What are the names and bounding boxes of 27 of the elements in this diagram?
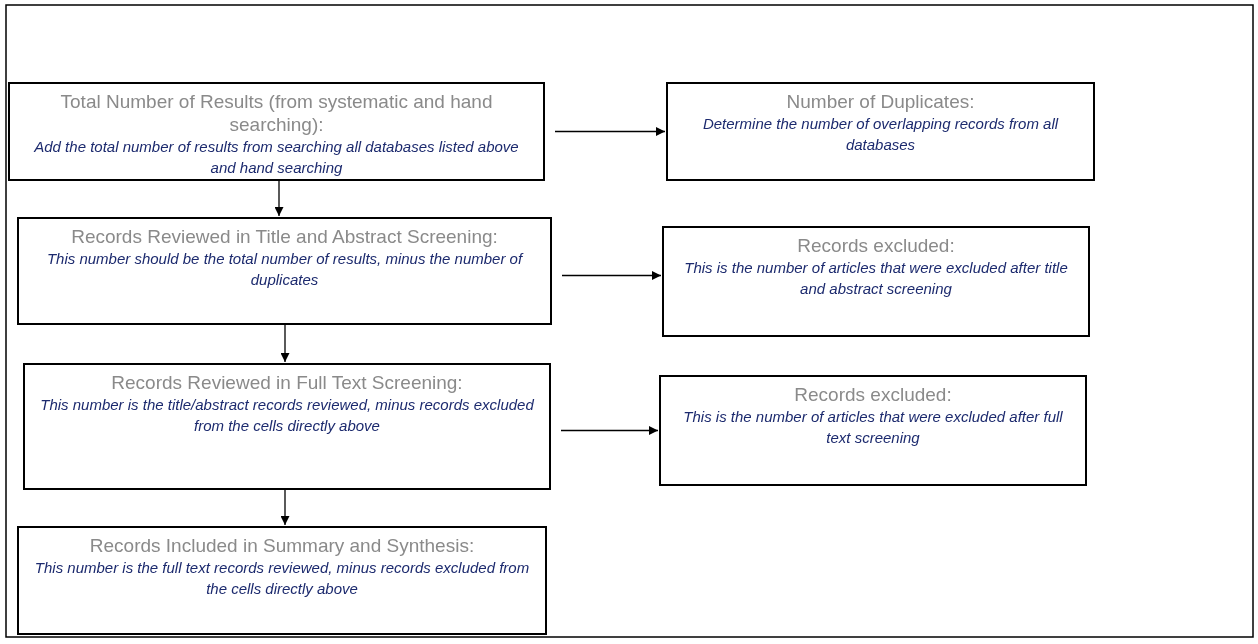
box-heading: Records excluded:: [797, 234, 955, 257]
arrow: [280, 489, 290, 526]
process-box: [17, 526, 547, 635]
box-description: This is the number of articles that were excluded after title and abstract screening: [683, 258, 1069, 299]
box-heading: Records Reviewed in Full Text Screening:: [111, 371, 463, 394]
arrow: [280, 324, 290, 363]
process-box: [666, 82, 1095, 181]
arrow: [560, 426, 659, 435]
box-heading: Number of Duplicates:: [786, 90, 975, 113]
box-heading: Records excluded:: [794, 383, 952, 406]
box-description: Add the total number of results from searching all databases listed above and hand searching: [32, 137, 520, 178]
process-box: [8, 82, 545, 181]
process-box: [23, 363, 551, 490]
box-heading: Total Number of Results (from systematic and hand searching):: [59, 90, 494, 136]
arrow: [561, 271, 662, 280]
box-heading: Records Reviewed in Title and Abstract Screening:: [71, 225, 498, 248]
box-description: This number is the full text records reviewed, minus records excluded from the cells directly above: [33, 558, 531, 599]
box-description: This number should be the total number of results, minus the number of duplicates: [45, 249, 525, 290]
process-box: [659, 375, 1087, 486]
arrow: [274, 180, 284, 217]
box-description: This number is the title/abstract records reviewed, minus records excluded from the cells directly above: [39, 395, 535, 436]
box-heading: Records Included in Summary and Synthesis:: [89, 534, 475, 557]
arrow: [554, 127, 666, 136]
process-box: [662, 226, 1090, 337]
box-description: This is the number of articles that were excluded after full text screening: [682, 407, 1064, 448]
process-box: [17, 217, 552, 325]
box-description: Determine the number of overlapping records from all databases: [701, 114, 1060, 155]
